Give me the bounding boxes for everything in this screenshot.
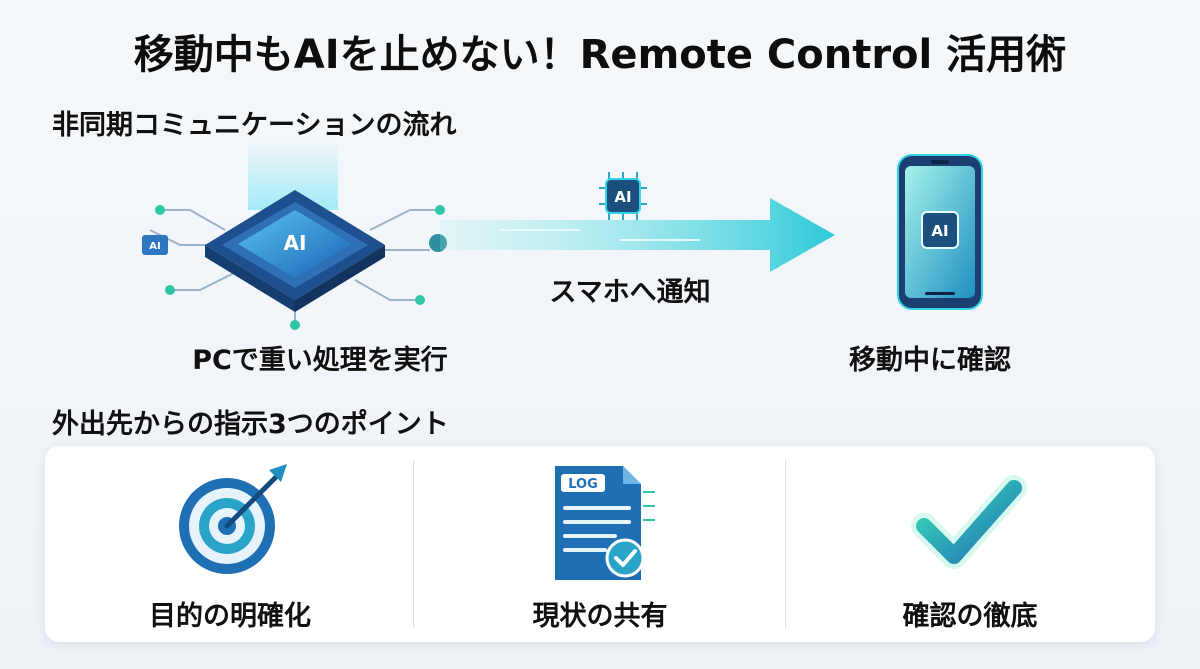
log-text: LOG <box>568 477 598 492</box>
flow-heading: 非同期コミュニケーションの流れ <box>52 110 457 141</box>
points-panel: 目的の明確化 LOG 現状の共有 <box>45 446 1155 642</box>
point-card: 目的の明確化 <box>45 446 415 642</box>
divider <box>413 460 414 628</box>
svg-text:AI: AI <box>931 222 948 240</box>
checkmark-icon <box>911 475 1027 569</box>
point-label: 確認の徹底 <box>902 601 1038 632</box>
arrow-icon <box>440 198 835 272</box>
phone-label: 移動中に確認 <box>849 345 1011 376</box>
chip-label: AI <box>284 231 307 255</box>
page-title: 移動中もAIを止めない！Remote Control 活用術 <box>133 32 1067 78</box>
svg-text:AI: AI <box>149 241 160 252</box>
log-document-icon: LOG <box>555 466 655 580</box>
target-icon <box>179 464 287 574</box>
smartphone-icon: AI <box>897 154 983 310</box>
svg-text:AI: AI <box>614 188 631 206</box>
small-ai-chip-icon: AI <box>599 172 647 220</box>
pc-label: PCで重い処理を実行 <box>192 345 448 376</box>
points-heading: 外出先からの指示3つのポイント <box>52 409 449 440</box>
divider <box>785 460 786 628</box>
notify-label: スマホへ通知 <box>549 277 711 308</box>
point-card: 確認の徹底 <box>785 446 1155 642</box>
point-label: 現状の共有 <box>532 601 668 632</box>
point-label: 目的の明確化 <box>149 601 311 632</box>
ai-chip-icon: AI AI <box>142 140 447 330</box>
point-card: LOG 現状の共有 <box>415 446 785 642</box>
